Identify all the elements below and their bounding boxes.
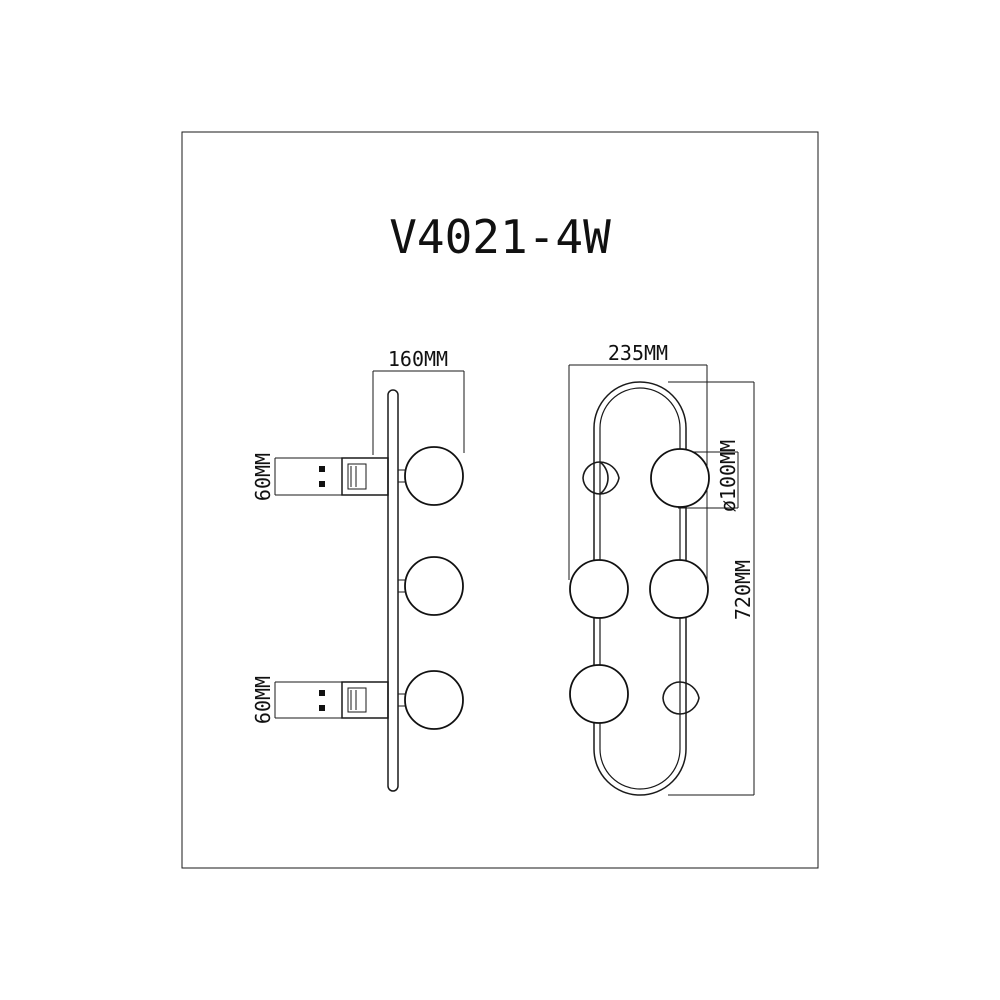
front-view: 235MM 720MM ø100MM: [568, 341, 755, 796]
front-height-dimension: 720MM: [668, 381, 755, 796]
side-globe-2: [397, 556, 464, 616]
side-globe-1: [397, 446, 464, 506]
bottom-mounting-bracket: 60MM: [251, 676, 389, 724]
front-globe-3: [649, 559, 709, 619]
drawing-frame: [181, 131, 819, 869]
front-width-dimension: 235MM: [568, 341, 708, 580]
top-bracket-label: 60MM: [251, 453, 275, 501]
side-backplate: [387, 389, 399, 792]
bottom-bracket-label: 60MM: [251, 676, 275, 724]
front-width-label: 235MM: [608, 341, 668, 365]
front-back-globe-2: [662, 681, 700, 715]
model-title: V4021-4W: [389, 210, 611, 264]
front-globe-1: [650, 448, 710, 508]
side-view: 160MM 60MM 60MM: [251, 347, 465, 792]
front-back-globe-1: [582, 461, 620, 495]
side-width-dimension: 160MM: [372, 347, 465, 455]
front-globe-4: [569, 664, 629, 724]
side-width-label: 160MM: [388, 347, 448, 371]
front-height-label: 720MM: [731, 560, 755, 620]
globe-diameter-dimension: ø100MM: [678, 440, 740, 512]
top-mounting-bracket: 60MM: [251, 453, 389, 501]
side-globe-3: [397, 670, 464, 730]
globe-diameter-label: ø100MM: [716, 440, 740, 512]
front-globe-2: [569, 559, 629, 619]
